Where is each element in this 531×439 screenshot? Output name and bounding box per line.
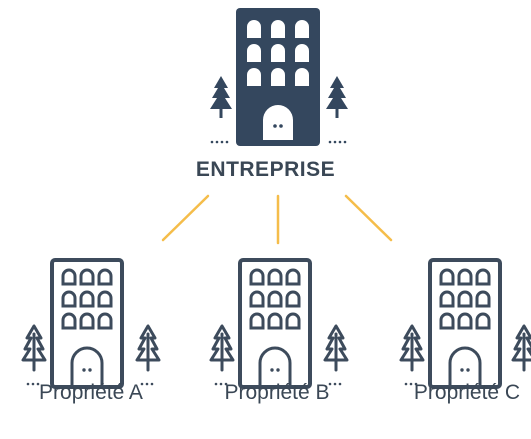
root-building-icon (210, 8, 348, 146)
property-c-building-icon (399, 258, 531, 389)
connector-a (161, 194, 210, 242)
property-c-label: Propriété C (413, 381, 521, 404)
property-a-label: Propriété A (39, 381, 143, 404)
property-b-building-icon (209, 258, 349, 389)
root-label: ENTREPRISE (195, 158, 336, 181)
property-a-building-icon (21, 258, 161, 389)
connector-c (344, 194, 393, 242)
connector-lines (161, 194, 393, 245)
property-b-label: Propriété B (224, 381, 330, 404)
